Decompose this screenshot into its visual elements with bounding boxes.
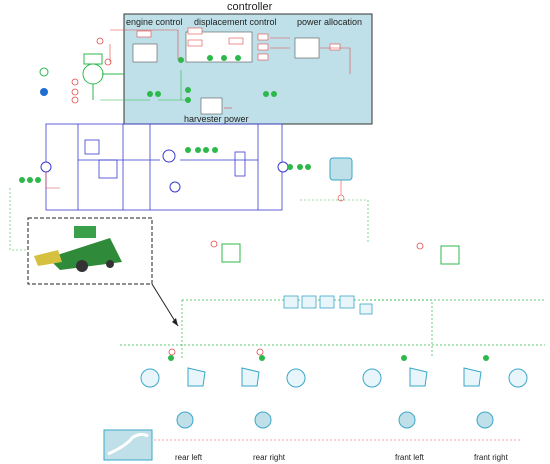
controller-signal-lines — [109, 29, 351, 109]
water-drop-icon — [40, 88, 48, 96]
control-chain — [283, 295, 373, 315]
road-profile-curve — [107, 432, 149, 456]
controller-box — [123, 13, 373, 125]
hydraulic-green-sensors — [19, 147, 311, 183]
motor-connections — [45, 172, 345, 202]
drivetrain-green-paths — [120, 299, 545, 358]
image-pointer-arrowhead — [172, 318, 178, 326]
engine-mechanism — [39, 53, 124, 100]
front-diff-block — [440, 245, 460, 265]
rear-right-label: rear right — [253, 453, 286, 462]
rear-left-label: rear left — [175, 453, 203, 462]
harvester-illustration — [34, 226, 122, 272]
displacement-control-label: displacement control — [194, 17, 277, 27]
power-allocation-block — [294, 37, 320, 59]
engine-red-nodes — [71, 37, 112, 104]
hydraulic-green-paths — [9, 188, 369, 251]
displacement-logic-block — [185, 31, 253, 63]
controller-green-nodes — [147, 55, 277, 103]
engine-control-label: engine control — [126, 17, 183, 27]
front-left-label: frant left — [395, 453, 424, 462]
wheel-hubs — [176, 411, 494, 429]
rear-axle-components — [140, 367, 306, 388]
front-axle-components — [362, 367, 528, 388]
pumps — [40, 149, 289, 193]
controller-green-lines — [100, 70, 185, 101]
breaking-power-block — [200, 97, 223, 115]
image-pointer-arrow — [151, 283, 179, 327]
engine-control-block — [132, 43, 158, 63]
rear-diff-block — [221, 243, 241, 263]
hydraulic-lines — [77, 124, 259, 210]
front-right-label: frant right — [474, 453, 508, 462]
drivetrain-red-nodes — [168, 240, 424, 356]
motor-unit — [329, 157, 353, 181]
wheel-sensors — [168, 355, 489, 361]
controller-title: controller — [227, 1, 273, 13]
power-allocation-label: power allocation — [297, 17, 363, 27]
harvester-power-label: harvester power — [184, 114, 249, 124]
controller-chips — [136, 27, 341, 61]
hydraulic-power-box — [45, 123, 283, 211]
